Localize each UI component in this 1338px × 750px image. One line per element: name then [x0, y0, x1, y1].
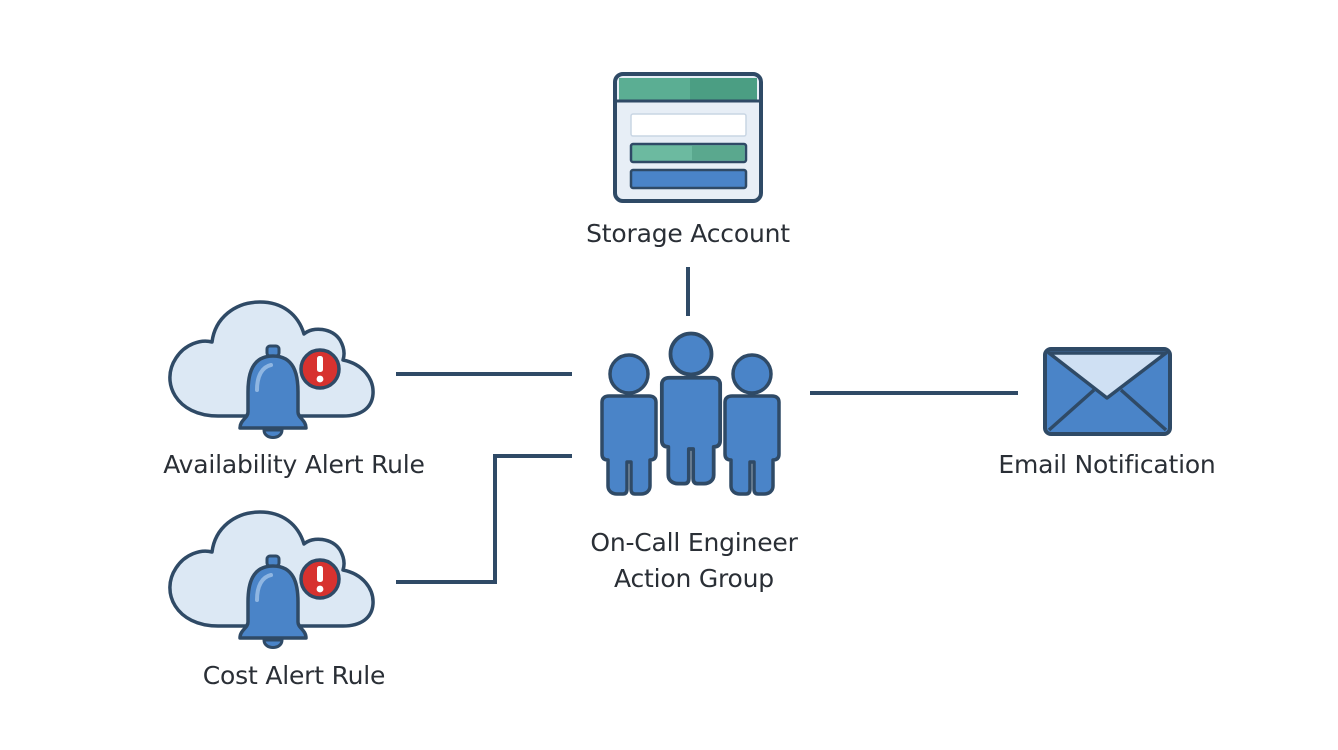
availability-alert-rule-label: Availability Alert Rule: [163, 450, 425, 479]
connectors: [396, 267, 1018, 584]
connector-cost-to-action-group: [396, 454, 572, 584]
storage-account-icon: [613, 72, 763, 203]
email-notification-label: Email Notification: [998, 450, 1216, 479]
people-group-icon: [600, 331, 781, 496]
cloud-alert-icon: [167, 510, 376, 650]
action-group-label: On-Call Engineer Action Group: [544, 525, 844, 597]
cost-alert-rule-label: Cost Alert Rule: [202, 661, 386, 690]
cloud-alert-icon: [167, 300, 376, 440]
envelope-icon: [1043, 347, 1172, 436]
action-group-label-line1: On-Call Engineer: [590, 528, 798, 557]
action-group-label-line2: Action Group: [614, 564, 774, 593]
storage-account-label: Storage Account: [586, 219, 790, 248]
